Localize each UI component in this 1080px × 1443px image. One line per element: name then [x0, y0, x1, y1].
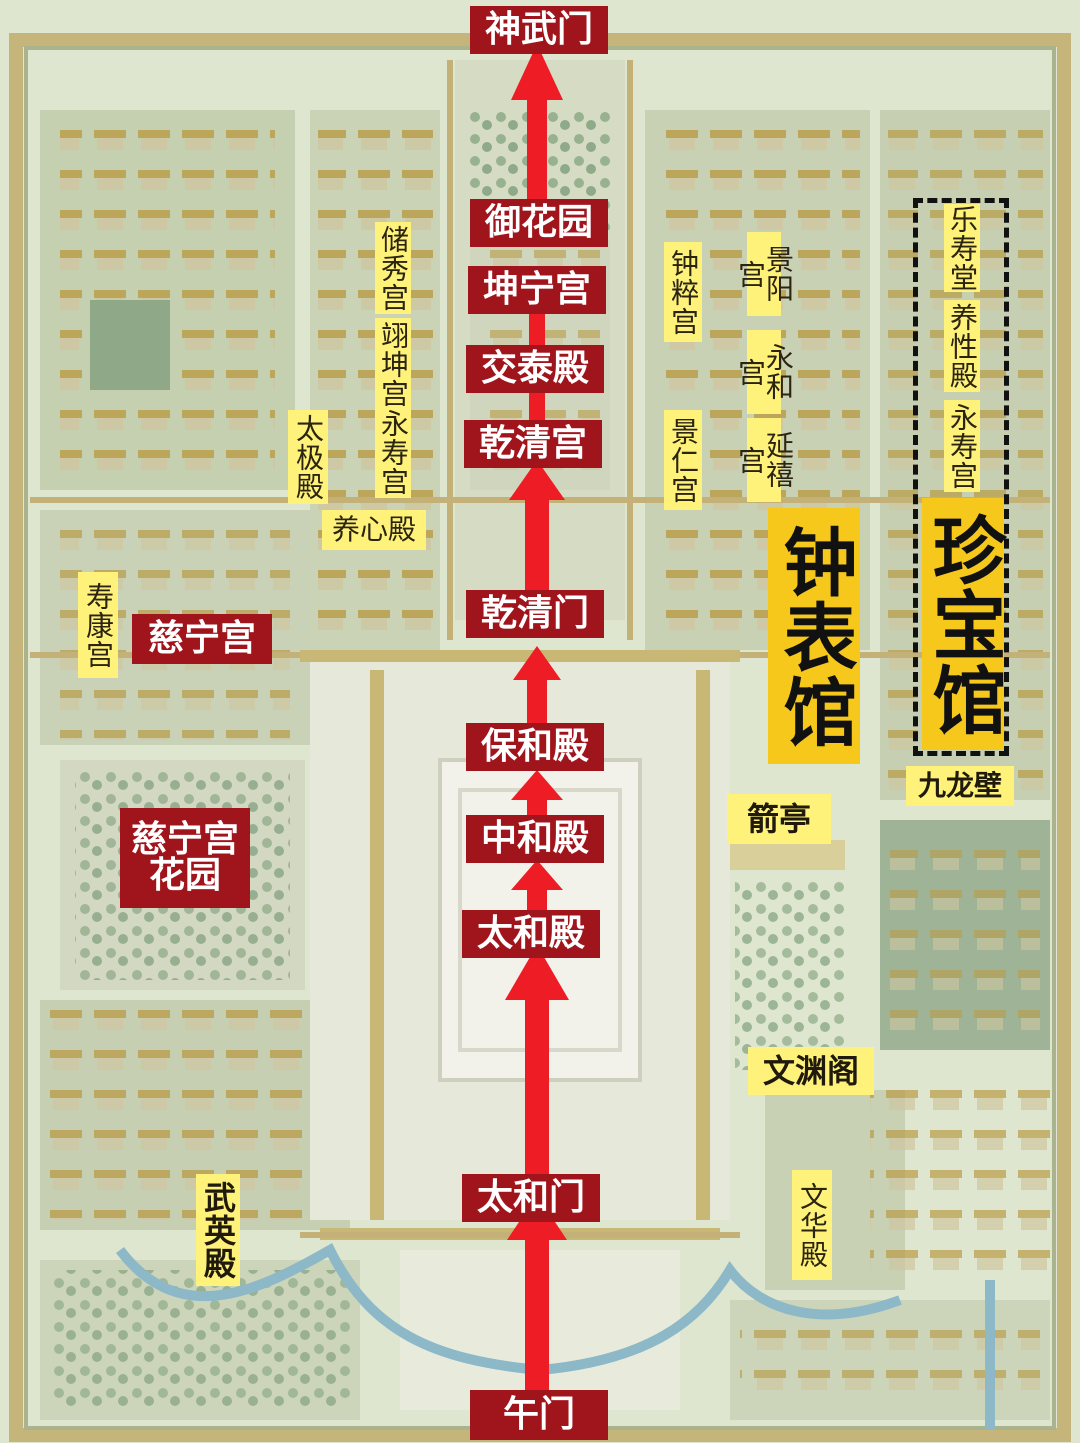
label-qianqingmen: 乾清门: [466, 590, 604, 638]
west-compounds: [40, 110, 440, 1420]
route-arrow-shaft: [527, 99, 547, 202]
route-arrow-head: [511, 44, 563, 100]
label-zhonghedian: 中和殿: [466, 815, 604, 863]
label-taihemen: 太和门: [462, 1174, 600, 1222]
label-jiaotaidian: 交泰殿: [466, 345, 604, 393]
route-arrow-shaft: [527, 799, 547, 820]
route-arrow-head: [513, 646, 561, 680]
label-jiulongbi: 九龙壁: [906, 766, 1014, 806]
route-arrow-shaft: [525, 999, 549, 1180]
route-arrow-shaft: [527, 679, 547, 728]
route-arrow-shaft: [529, 309, 545, 350]
label-cininggong-garden: 慈宁宫 花园: [120, 808, 250, 908]
label-yangxingdian: 养性殿: [944, 300, 980, 392]
label-chuxiugong: 储秀宫: [375, 222, 411, 314]
label-jingyanggong: 景阳宫: [734, 232, 795, 316]
label-treasure-museum: 珍宝馆: [920, 498, 1006, 750]
label-jingrengong: 景仁宫: [664, 410, 702, 510]
route-arrow-head: [509, 460, 565, 500]
label-qianqinggong: 乾清宫: [464, 420, 602, 468]
label-wenhuadian: 文华殿: [792, 1170, 832, 1280]
route-arrow-shaft: [525, 499, 549, 595]
label-shoukanggong: 寿康宫: [78, 572, 118, 678]
label-zhongcuigong: 钟粹宫: [664, 242, 702, 342]
label-shenwumen: 神武门: [470, 6, 608, 54]
label-wumen: 午门: [470, 1390, 608, 1440]
label-yonghegong: 永和宫: [734, 330, 795, 414]
route-arrow-shaft: [527, 889, 547, 915]
label-yongshougong: 永寿宫: [375, 406, 411, 498]
label-yanxigong: 延禧宫: [734, 418, 795, 502]
treasure-area-dashed-border: [913, 198, 1009, 756]
label-yongshougong-east: 永寿宫: [944, 400, 980, 492]
label-clock-museum: 钟表馆: [768, 508, 860, 764]
label-leshoutang: 乐寿堂: [944, 204, 980, 292]
route-arrow-head: [511, 860, 563, 890]
label-yikungong: 翊坤宫: [375, 318, 411, 410]
label-wuyingdian: 武英殿: [196, 1174, 240, 1286]
label-yuhuayuan: 御花园: [470, 199, 608, 247]
route-arrows: [505, 44, 569, 1400]
label-jianting: 箭亭: [727, 794, 831, 844]
label-cininggong: 慈宁宫: [132, 614, 272, 664]
label-baohedian: 保和殿: [466, 723, 604, 771]
label-wenyuange: 文渊阁: [748, 1047, 874, 1095]
route-arrow-head: [511, 770, 563, 800]
route-arrow-shaft: [525, 1239, 549, 1400]
label-yangxindian: 养心殿: [322, 510, 426, 550]
label-taihedian: 太和殿: [462, 910, 600, 958]
label-taijidian: 太极殿: [288, 410, 328, 504]
route-arrow-head: [505, 945, 569, 1000]
label-kunninggong: 坤宁宫: [468, 266, 606, 314]
